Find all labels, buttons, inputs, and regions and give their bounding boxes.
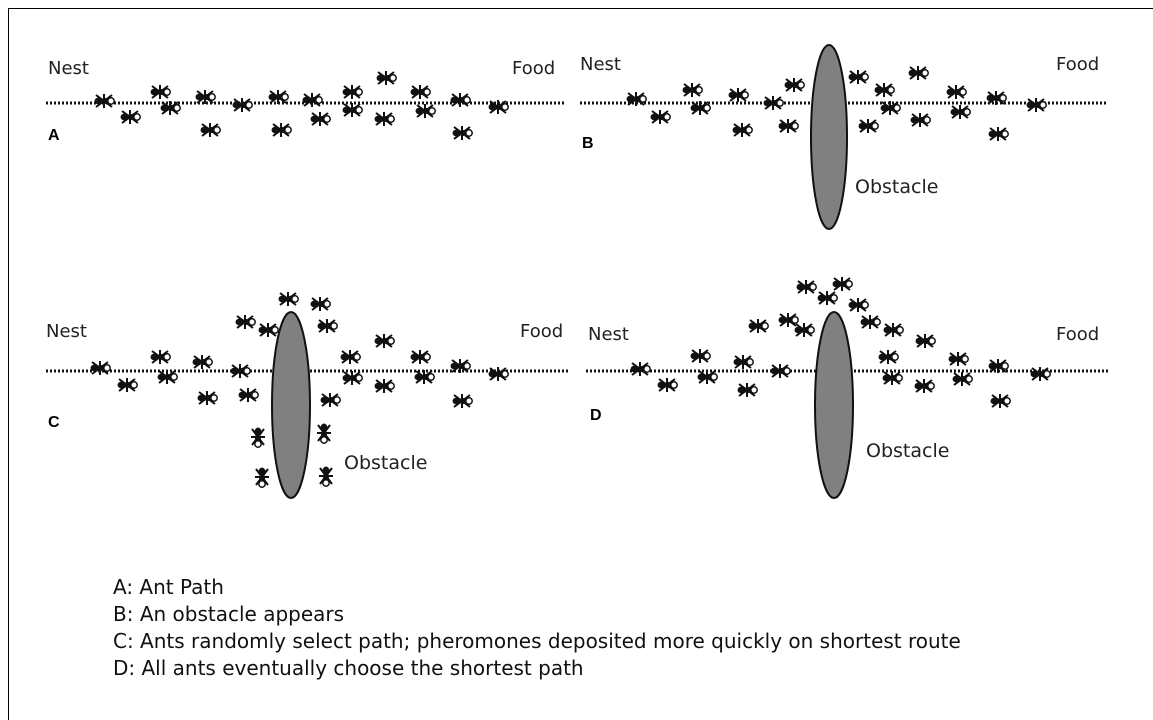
ants-a	[93, 70, 510, 141]
panel-a: Nest Food A	[46, 58, 566, 144]
obstacle-label-d: Obstacle	[866, 440, 949, 462]
food-label-d: Food	[1056, 324, 1099, 345]
obstacle-b	[810, 44, 848, 230]
caption-d: D: All ants eventually choose the shorte…	[113, 656, 584, 680]
caption-c: C: Ants randomly select path; pheromones…	[113, 629, 961, 653]
panel-b: Nest Food B Obstacle	[580, 44, 1106, 230]
frame-left-border	[8, 8, 9, 720]
caption-b: B: An obstacle appears	[113, 602, 345, 626]
obstacle-d	[814, 311, 854, 499]
nest-label-d: Nest	[588, 324, 629, 345]
food-label-a: Food	[512, 58, 555, 79]
panel-letter-b: B	[582, 135, 594, 152]
nest-label-c: Nest	[46, 321, 87, 342]
food-label-b: Food	[1056, 54, 1099, 75]
panel-d: Nest Food D Obstacle	[586, 276, 1110, 499]
obstacle-c	[271, 311, 311, 499]
obstacle-label-c: Obstacle	[344, 452, 427, 474]
panel-letter-a: A	[48, 127, 60, 144]
panel-c: Nest Food C Obstacle	[46, 291, 570, 499]
caption-list: A: Ant Path B: An obstacle appears C: An…	[113, 574, 961, 682]
ant-colony-diagram: Nest Food A Nest Food B Obstacle	[46, 44, 1110, 499]
panel-letter-c: C	[48, 414, 60, 431]
panel-letter-d: D	[590, 407, 602, 424]
nest-label-b: Nest	[580, 54, 621, 75]
frame-top-border	[8, 8, 1153, 9]
nest-label-a: Nest	[48, 58, 89, 79]
food-label-c: Food	[520, 321, 563, 342]
caption-a: A: Ant Path	[113, 575, 224, 599]
obstacle-label-b: Obstacle	[855, 176, 938, 198]
